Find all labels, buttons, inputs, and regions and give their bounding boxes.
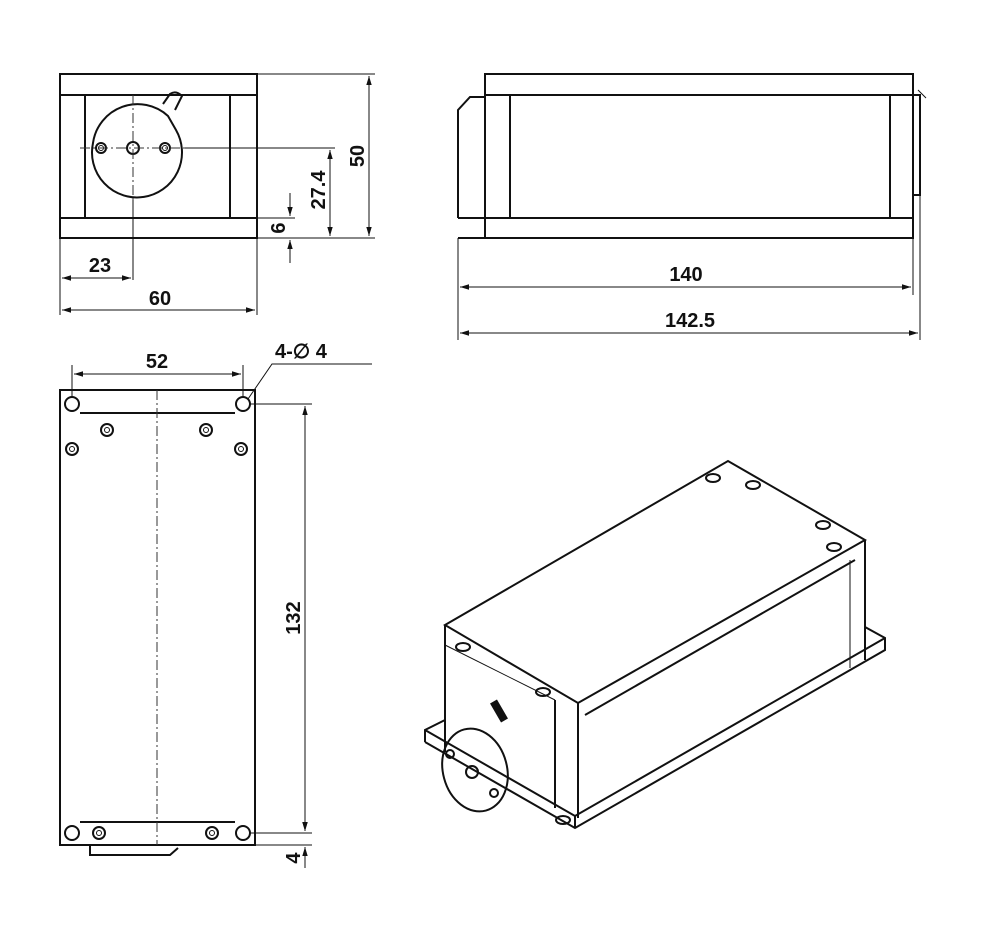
dim-base-6: 6: [268, 222, 290, 233]
laser-aperture-flange: [91, 91, 184, 199]
dim-overall-length-142-5: 142.5: [665, 310, 715, 332]
dim-length-140: 140: [669, 264, 702, 286]
top-view: 52 4-∅ 4 132 4: [59, 341, 372, 868]
isometric-view: [424, 459, 886, 830]
dim-edge-offset-4: 4: [283, 852, 305, 864]
dim-offset-23: 23: [89, 255, 111, 277]
dim-width-60: 60: [149, 288, 171, 310]
front-view: 23 60 50 27.4 6: [59, 73, 375, 315]
dim-hole-pitch-132: 132: [283, 601, 305, 634]
dim-axis-height-27-4: 27.4: [308, 170, 330, 210]
side-view: 140 142.5: [457, 73, 927, 340]
hole-callout: 4-∅ 4: [275, 341, 328, 363]
dim-hole-spacing-52: 52: [146, 351, 168, 373]
laser-flange-iso: [441, 699, 509, 813]
dim-height-50: 50: [347, 145, 369, 167]
